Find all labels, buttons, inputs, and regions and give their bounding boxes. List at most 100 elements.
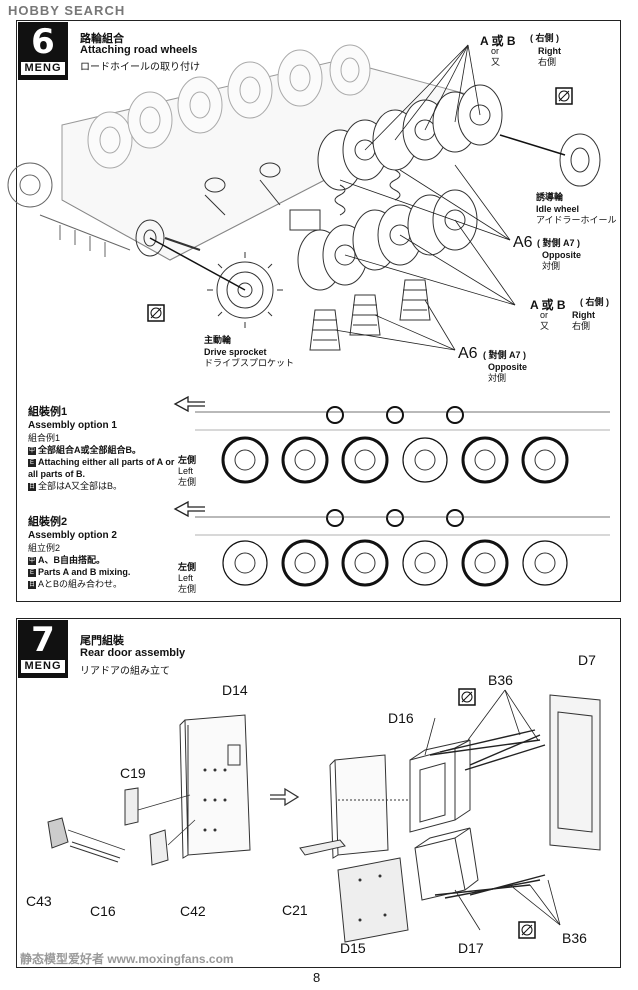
step7-number: 7 xyxy=(31,620,55,660)
step6-badge: 6 MENG xyxy=(18,22,68,80)
english-flag-icon: E xyxy=(28,458,36,467)
label-a6-bot-opp-jp: 対側 xyxy=(488,373,507,383)
road-wheel-hub xyxy=(354,449,376,471)
label-right-top: ( 右側 ) xyxy=(530,33,559,43)
label-a6-mid-opp-jp: 対側 xyxy=(542,261,561,271)
road-wheel-hub xyxy=(354,552,376,574)
label-or-jp-top: 又 xyxy=(491,57,501,67)
road-wheel-hub xyxy=(234,552,256,574)
chinese-flag-icon: 中 xyxy=(28,556,36,565)
label-a6-bot: A6 xyxy=(458,345,478,362)
option2-title-en: Assembly option 2 xyxy=(28,530,117,541)
step7-title-jp: リアドアの組み立て xyxy=(80,666,170,677)
option2-line-jp: AとBの組み合わせ。 xyxy=(38,579,123,589)
step6-title-jp: ロードホイールの取り付け xyxy=(80,62,200,73)
road-wheel-hub xyxy=(534,552,556,574)
part-c16: C16 xyxy=(90,903,116,919)
japanese-flag-icon: 日 xyxy=(28,580,36,589)
option2-side-en: Left xyxy=(178,573,194,583)
no-glue-icon xyxy=(458,688,536,939)
road-wheel-hub xyxy=(234,449,256,471)
option2-side-jp: 左側 xyxy=(178,584,197,594)
label-a-or-b-mid: A 或 B xyxy=(530,298,566,312)
step6-panel xyxy=(16,20,621,602)
option2-side-cn: 左側 xyxy=(178,562,197,572)
label-or-mid: or xyxy=(540,310,549,320)
road-wheel xyxy=(221,436,269,484)
label-right-en-top: Right xyxy=(538,46,561,56)
part-c19: C19 xyxy=(120,765,146,781)
road-wheel xyxy=(281,436,329,484)
label-idle-en: Idle wheel xyxy=(536,204,580,214)
label-drive-jp: ドライブスプロケット xyxy=(204,358,295,368)
label-a6-mid-opp-en: Opposite xyxy=(542,250,582,260)
label-a6-bot-opp-en: Opposite xyxy=(488,362,528,372)
return-roller xyxy=(446,406,464,424)
part-d14: D14 xyxy=(222,682,248,698)
option1-line-en: Attaching either all parts of A or all p… xyxy=(28,457,175,479)
return-roller xyxy=(326,406,344,424)
watermark-top: HOBBY SEARCH xyxy=(8,3,126,18)
japanese-flag-icon: 日 xyxy=(28,482,36,491)
return-roller xyxy=(446,509,464,527)
step7-brand: MENG xyxy=(21,660,65,673)
return-roller xyxy=(386,406,404,424)
part-d17: D17 xyxy=(458,940,484,956)
step6-title-en: Attaching road wheels xyxy=(80,44,198,56)
label-idle-cn: 誘導輪 xyxy=(536,192,564,202)
road-wheel-hub xyxy=(474,552,496,574)
chinese-flag-icon: 中 xyxy=(28,446,36,455)
label-idle-jp: アイドラーホイール xyxy=(536,215,617,225)
label-a6-mid: A6 xyxy=(513,234,533,251)
label-drive-en: Drive sprocket xyxy=(204,347,267,357)
step6-brand: MENG xyxy=(21,62,65,75)
label-right-en-mid: Right xyxy=(572,310,595,320)
option1-title-cn: 組裝例1 xyxy=(28,406,68,418)
road-wheel xyxy=(522,540,568,586)
part-d16: D16 xyxy=(388,710,414,726)
road-wheel xyxy=(461,436,509,484)
road-wheel-hub xyxy=(474,449,496,471)
label-or-top: or xyxy=(491,46,500,56)
label-right-jp-mid: 右側 xyxy=(572,321,591,331)
label-or-jp-mid: 又 xyxy=(540,321,550,331)
option1-title-en: Assembly option 1 xyxy=(28,420,117,431)
label-right-mid: ( 右側 ) xyxy=(580,297,609,307)
road-wheel xyxy=(402,437,448,483)
road-wheel xyxy=(521,436,569,484)
part-c43: C43 xyxy=(26,893,52,909)
watermark-bottom: 静态模型爱好者 www.moxingfans.com xyxy=(20,952,234,966)
option1-side-label: 左側 Left 左側 xyxy=(178,455,196,488)
road-wheel-hub xyxy=(294,552,316,574)
step7-badge: 7 MENG xyxy=(18,620,68,678)
option1-title-jp: 組合例1 xyxy=(28,433,61,443)
option2-side-label: 左側 Left 左側 xyxy=(178,562,196,595)
road-wheel-hub xyxy=(534,449,556,471)
option2-title-jp: 組立例2 xyxy=(28,543,61,553)
forward-arrow-icon xyxy=(173,395,205,518)
part-c42: C42 xyxy=(180,903,206,919)
label-a6-bot-opp-cn: ( 對側 A7 ) xyxy=(483,350,527,360)
option1-line-jp: 全部はA又全部はB。 xyxy=(38,481,123,491)
english-flag-icon: E xyxy=(28,568,36,577)
part-d7: D7 xyxy=(578,652,596,668)
part-b36-top: B36 xyxy=(488,672,513,688)
option1-line-cn: 全部組合A或全部組合B。 xyxy=(38,445,141,455)
road-wheel xyxy=(222,540,268,586)
option2-line-en: Parts A and B mixing. xyxy=(38,567,131,577)
road-wheel xyxy=(341,436,389,484)
step6-title-cn: 路輪組合 xyxy=(80,33,124,45)
option1-side-cn: 左側 xyxy=(178,455,197,465)
step6-number: 6 xyxy=(31,22,55,62)
step7-title-en: Rear door assembly xyxy=(80,647,186,659)
no-glue-icon xyxy=(147,87,573,322)
option1-side-jp: 左側 xyxy=(178,477,197,487)
road-wheel-hub xyxy=(294,449,316,471)
assembly-option-1: 組裝例1 Assembly option 1 組合例1 中全部組合A或全部組合B… xyxy=(28,405,180,492)
step7-title-cn: 尾門組裝 xyxy=(80,635,124,647)
option1-side-en: Left xyxy=(178,466,194,476)
